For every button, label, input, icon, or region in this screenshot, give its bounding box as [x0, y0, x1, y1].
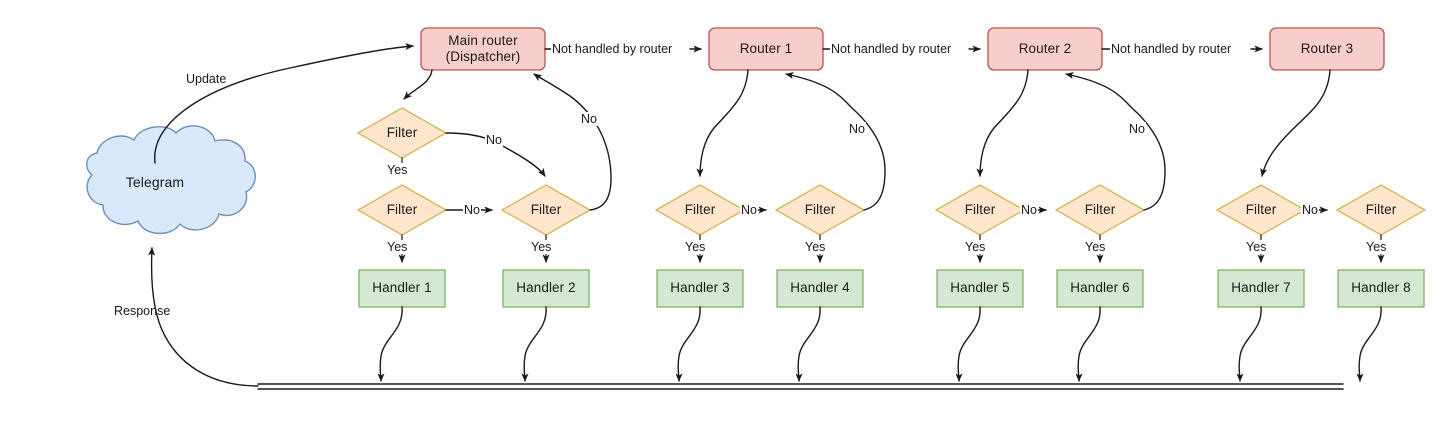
edge-label-update: Update	[186, 72, 227, 86]
edge-label-yes-f5-h5: Yes	[964, 240, 987, 254]
filter-1-shape	[356, 184, 448, 236]
handler-4-box	[776, 269, 864, 308]
edge-handler4-to-bus	[795, 306, 821, 382]
edge-label-no-f3-f4: No	[740, 203, 758, 217]
edge-handler1-to-bus	[377, 306, 403, 382]
main-router-box	[420, 27, 546, 71]
edge-router3-to-filter7	[1260, 69, 1331, 177]
edge-label-not-handled-2: Not handled by router	[830, 42, 953, 56]
edge-label-no-f7-f8: No	[1301, 203, 1319, 217]
edge-handler7-to-bus	[1236, 306, 1262, 382]
edge-handler2-to-bus	[521, 306, 547, 382]
edge-router2-to-filter5	[976, 69, 1029, 177]
edge-label-no-f6-router2: No	[1128, 122, 1146, 136]
edge-label-no-f0-f2: No	[485, 133, 503, 147]
filter-2-shape	[500, 184, 592, 236]
handler-7-box	[1217, 269, 1305, 308]
filter-4-shape	[774, 184, 866, 236]
edge-router1-to-filter3	[696, 69, 749, 177]
filter-3-shape	[654, 184, 746, 236]
edge-label-no-f1-f2: No	[463, 203, 481, 217]
edge-label-no-f5-f6: No	[1020, 203, 1038, 217]
edge-handler6-to-bus	[1075, 306, 1101, 382]
edge-label-not-handled-3: Not handled by router	[1110, 42, 1233, 56]
filter-7-shape	[1215, 184, 1307, 236]
filter-6-shape	[1054, 184, 1146, 236]
edge-label-yes-f6-h6: Yes	[1084, 240, 1107, 254]
router-1-box	[708, 27, 824, 71]
edge-label-yes-f3-h3: Yes	[684, 240, 707, 254]
edge-label-yes-f1-h1: Yes	[386, 240, 409, 254]
edge-handler8-to-bus	[1356, 306, 1382, 382]
filter-5-shape	[934, 184, 1026, 236]
router-3-box	[1269, 27, 1385, 71]
edge-handler5-to-bus	[955, 306, 981, 382]
edge-handler3-to-bus	[675, 306, 701, 382]
edge-filter4-no-router1	[785, 72, 886, 211]
edge-label-yes-f4-h4: Yes	[804, 240, 827, 254]
edge-label-yes-f7-h7: Yes	[1245, 240, 1268, 254]
edge-label-not-handled-1: Not handled by router	[551, 42, 674, 56]
edge-label-yes-f2-h2: Yes	[530, 240, 553, 254]
handler-3-box	[656, 269, 744, 308]
edge-filter6-no-router2	[1065, 72, 1166, 211]
edge-label-yes-f8-h8: Yes	[1365, 240, 1388, 254]
handler-1-box	[358, 269, 446, 308]
edge-update	[154, 43, 414, 164]
router-2-box	[987, 27, 1103, 71]
edge-filter2-no-main-router	[533, 73, 612, 211]
edge-label-yes-f0-f1: Yes	[386, 163, 409, 177]
handler-2-box	[502, 269, 590, 308]
edge-response	[148, 247, 259, 387]
handler-5-box	[936, 269, 1024, 308]
edge-main-to-filter0	[403, 69, 433, 100]
filter-8-shape	[1335, 184, 1427, 236]
filter-0-shape	[356, 107, 448, 159]
edge-label-no-f4-router1: No	[848, 122, 866, 136]
edge-label-response: Response	[114, 304, 171, 318]
telegram-cloud-shape	[86, 125, 256, 235]
handler-8-box	[1337, 269, 1425, 308]
edge-label-no-f2-main: No	[580, 112, 598, 126]
handler-6-box	[1056, 269, 1144, 308]
